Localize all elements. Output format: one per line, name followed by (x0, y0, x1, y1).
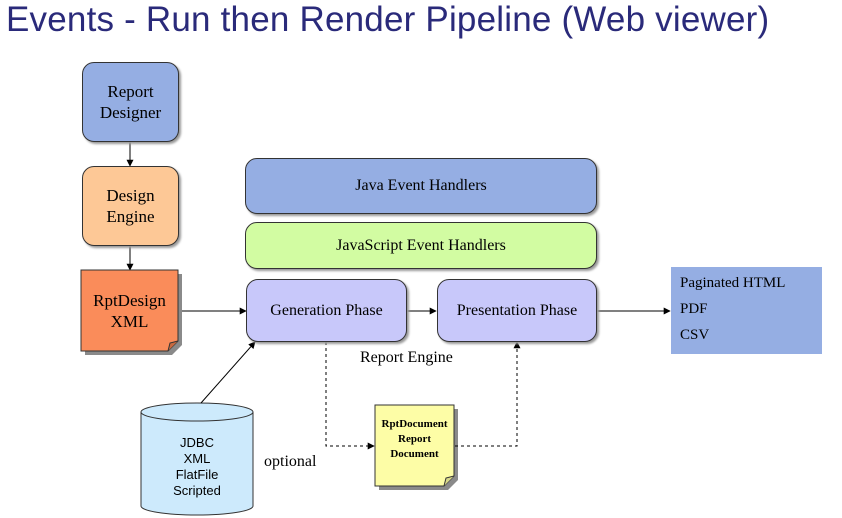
page-title: Events - Run then Render Pipeline (Web v… (6, 0, 770, 39)
datasource-cylinder (140, 402, 254, 516)
javascript-event-handlers-label: JavaScript Event Handlers (336, 236, 506, 254)
design-engine-line1: Design (106, 186, 155, 205)
datasource-xml: XML (183, 451, 211, 466)
datasource-text: JDBC XML FlatFile Scripted (141, 435, 253, 499)
arrow-rptdocument-to-presentation (455, 341, 521, 447)
rptdocument-line2: Report (398, 433, 431, 445)
datasource-jdbc: JDBC (180, 435, 214, 450)
report-designer-box: Report Designer (82, 62, 179, 142)
generation-phase-label: Generation Phase (270, 301, 383, 319)
java-event-handlers-label: Java Event Handlers (355, 177, 487, 194)
rptdocument-line3: Document (390, 448, 439, 460)
rptdesign-line2: XML (110, 311, 149, 331)
rptdocument-text: RptDocument Report Document (375, 417, 454, 462)
generation-phase-box: Generation Phase (246, 279, 407, 342)
datasource-scripted: Scripted (173, 483, 221, 498)
report-designer-line1: Report (107, 82, 154, 101)
javascript-event-handlers-box: JavaScript Event Handlers (245, 222, 597, 269)
report-designer-line2: Designer (99, 103, 162, 122)
design-engine-box: Design Engine (82, 166, 179, 246)
presentation-phase-box: Presentation Phase (437, 279, 597, 342)
design-engine-line2: Engine (106, 207, 155, 226)
rptdocument-note (374, 404, 458, 490)
arrow-generation-to-rptdocument (325, 342, 375, 450)
rptdocument-line1: RptDocument (381, 418, 448, 430)
report-engine-label: Report Engine (360, 349, 453, 366)
arrow-datasource-to-generation (200, 341, 256, 404)
output-pdf: PDF (680, 301, 708, 317)
outputs-box: Paginated HTML PDF CSV (671, 267, 822, 354)
output-csv: CSV (680, 327, 710, 343)
optional-label: optional (264, 453, 317, 470)
presentation-phase-label: Presentation Phase (456, 301, 578, 319)
output-paginated-html: Paginated HTML (680, 275, 786, 291)
datasource-flatfile: FlatFile (175, 467, 219, 482)
java-event-handlers-box: Java Event Handlers (245, 158, 597, 214)
rptdesign-box: RptDesign XML (81, 270, 178, 351)
rptdesign-line1: RptDesign (93, 290, 166, 310)
